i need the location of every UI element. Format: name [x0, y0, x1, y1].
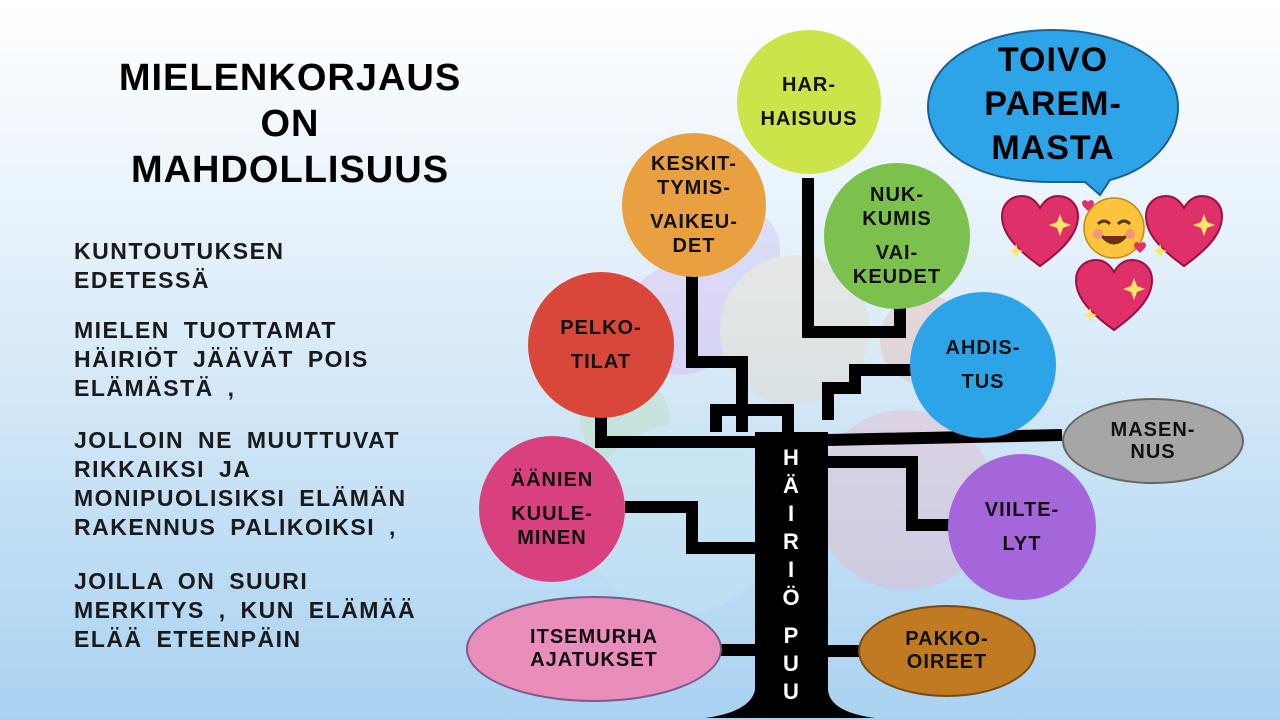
node-ahdistus: AHDIS- TUS [910, 292, 1056, 438]
p3-line: RAKENNUS PALIKOIKSI , [74, 514, 397, 540]
trunk-letter: H [783, 445, 799, 470]
paragraph-1: KUNTOUTUKSEN EDETESSÄ [74, 237, 474, 295]
node-label: DET [672, 235, 716, 257]
trunk-letter: U [783, 651, 799, 676]
node-label: VAIKEU- [650, 211, 738, 233]
node-masennus: MASEN- NUS [1062, 398, 1244, 484]
title-line-2: ON [260, 103, 320, 145]
node-label: KUMIS [862, 208, 932, 230]
trunk-letter: I [787, 557, 795, 582]
node-label: ITSEMURHA [530, 626, 658, 648]
node-aanien-kuuleminen: ÄÄNIEN KUULE- MINEN [479, 436, 625, 582]
trunk-letter: P [783, 623, 799, 648]
bubble-line: MASTA [991, 129, 1115, 167]
node-label: KESKIT- [651, 153, 737, 175]
node-label: PELKO- [560, 317, 642, 339]
trunk-letter: Ö [782, 585, 800, 610]
node-viiltelyt: VIILTE- LYT [948, 454, 1096, 600]
bubble-line: PAREM- [984, 85, 1122, 123]
node-itsemurha-ajatukset: ITSEMURHA AJATUKSET [466, 596, 722, 702]
tree-branches [595, 178, 1063, 657]
bubble-line: TOIVO [997, 41, 1109, 79]
paragraph-2: MIELEN TUOTTAMAT HÄIRIÖT JÄÄVÄT POIS ELÄ… [74, 316, 474, 403]
tree-trunk [705, 432, 875, 718]
node-label: TYMIS- [657, 177, 731, 199]
p4-line: JOILLA ON SUURI [74, 568, 309, 594]
p3-line: JOLLOIN NE MUUTTUVAT [74, 427, 401, 453]
node-label: KUULE- [511, 503, 593, 525]
trunk-letter: R [783, 529, 799, 554]
node-label: HAISUUS [760, 108, 858, 130]
title-line-3: MAHDOLLISUUS [130, 149, 450, 191]
p2-line: HÄIRIÖT JÄÄVÄT POIS [74, 346, 369, 372]
p3-line: MONIPUOLISIKSI ELÄMÄN [74, 485, 407, 511]
node-label: NUS [1130, 441, 1176, 463]
title-line-1: MIELENKORJAUS [118, 57, 462, 99]
node-label: VIILTE- [984, 499, 1060, 521]
p3-line: RIKKAIKSI JA [74, 456, 252, 482]
trunk-label-hairio: H Ä I R I Ö [778, 444, 804, 612]
trunk-label-puu: P U U [778, 622, 804, 706]
node-keskittymisvaikeudet: KESKIT- TYMIS- VAIKEU- DET [622, 133, 766, 277]
node-label: MASEN- [1110, 419, 1196, 441]
node-label: MINEN [517, 527, 587, 549]
p4-line: MERKITYS , KUN ELÄMÄÄ [74, 597, 417, 623]
p2-line: ELÄMÄSTÄ , [74, 375, 236, 401]
trunk-letter: U [783, 679, 799, 704]
p1-line: KUNTOUTUKSEN [74, 238, 285, 264]
p4-line: ELÄÄ ETEENPÄIN [74, 626, 302, 652]
node-nukkumisvaikeudet: NUK- KUMIS VAI- KEUDET [824, 163, 970, 309]
slide-title: MIELENKORJAUS ON MAHDOLLISUUS [60, 55, 520, 193]
node-label: TUS [961, 371, 1005, 393]
paragraph-3: JOLLOIN NE MUUTTUVAT RIKKAIKSI JA MONIPU… [74, 426, 474, 542]
node-pakko-oireet: PAKKO- OIREET [858, 605, 1036, 697]
node-pelkotilat: PELKO- TILAT [528, 272, 674, 418]
speech-bubble-text: TOIVO PAREM- MASTA [948, 38, 1158, 170]
node-harhaisuus: HAR- HAISUUS [737, 30, 881, 174]
node-label: LYT [1002, 533, 1042, 555]
node-label: KEUDET [852, 266, 942, 288]
speech-bubble-shape [926, 28, 1180, 197]
trunk-letter: Ä [783, 473, 799, 498]
node-label: OIREET [906, 651, 988, 673]
trunk-letter: I [787, 501, 795, 526]
node-label: PAKKO- [905, 628, 989, 650]
node-label: VAI- [875, 242, 919, 264]
p2-line: MIELEN TUOTTAMAT [74, 317, 337, 343]
p1-line: EDETESSÄ [74, 267, 210, 293]
node-label: TILAT [570, 351, 632, 373]
paragraph-4: JOILLA ON SUURI MERKITYS , KUN ELÄMÄÄ EL… [74, 567, 474, 654]
node-label: AJATUKSET [530, 649, 658, 671]
node-label: AHDIS- [945, 337, 1021, 359]
node-label: NUK- [870, 184, 924, 206]
node-label: HAR- [782, 74, 836, 96]
node-label: ÄÄNIEN [510, 469, 594, 491]
